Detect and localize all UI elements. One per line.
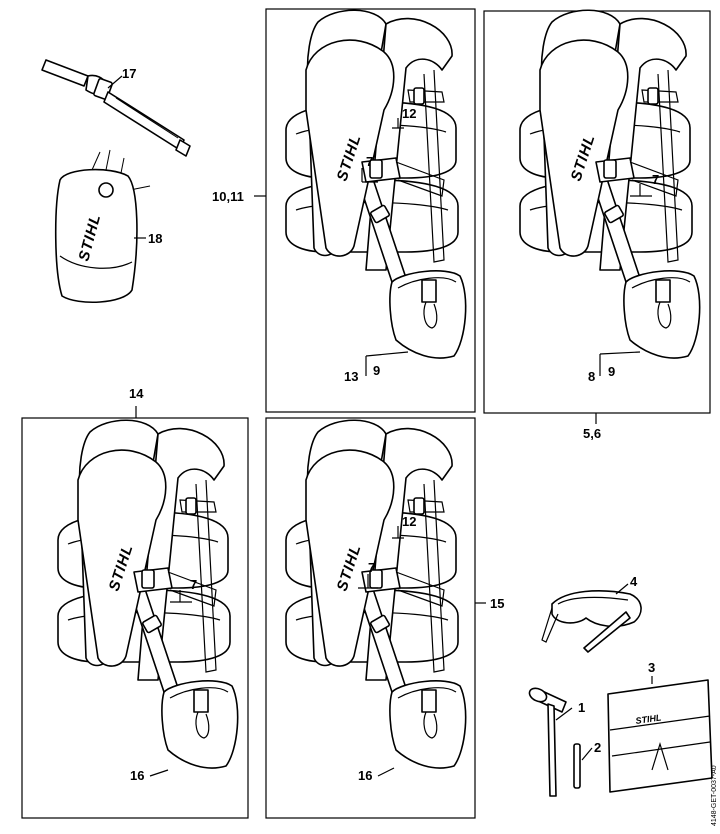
callout-2: 2	[594, 740, 601, 755]
callout-4-leader	[615, 583, 629, 595]
panel-10-11	[265, 8, 476, 413]
callout-1: 1	[578, 700, 585, 715]
callout-10-11: 10,11	[212, 189, 244, 204]
callout-7b-leader	[630, 184, 652, 197]
harness-14-drawing	[57, 419, 239, 769]
callout-17: 17	[122, 66, 136, 81]
callout-7a: 7	[366, 154, 373, 169]
callout-5-6: 5,6	[583, 426, 601, 441]
callout-7d: 7	[368, 560, 375, 575]
callout-16a: 16	[130, 768, 144, 783]
part-17-strap-drawing	[41, 59, 191, 157]
harness-15-drawing	[285, 419, 467, 769]
callout-7c-leader	[170, 590, 192, 603]
callout-9b: 9	[608, 364, 615, 379]
panel-15	[265, 417, 476, 819]
callout-2-leader	[581, 747, 593, 761]
callout-8: 8	[588, 369, 595, 384]
callout-12b-leader	[392, 526, 404, 539]
callout-15: 15	[490, 596, 504, 611]
callout-13-9-leader	[365, 351, 409, 376]
callout-17-leader	[107, 75, 123, 89]
part-18-pouch-drawing: STIHL	[54, 149, 151, 304]
callout-16b: 16	[358, 768, 372, 783]
part-4-glasses-drawing	[541, 590, 642, 653]
callout-8-9-leader	[599, 351, 641, 376]
svg-text:STIHL: STIHL	[635, 712, 662, 726]
callout-12a: 12	[402, 106, 416, 121]
callout-7d-leader	[358, 574, 378, 589]
callout-12a-leader	[392, 118, 404, 129]
part-2-pin-drawing	[573, 743, 581, 789]
callout-16b-leader	[377, 767, 395, 777]
callout-1-leader	[555, 707, 573, 721]
part-3-tool-pouch-drawing: STIHL	[607, 679, 713, 793]
callout-7b: 7	[652, 172, 659, 187]
callout-4: 4	[630, 574, 638, 589]
part-1-wrench-drawing	[528, 687, 567, 797]
panel-14	[21, 417, 249, 819]
callout-14: 14	[129, 386, 144, 401]
callout-13: 13	[344, 369, 358, 384]
callout-16a-leader	[149, 769, 169, 777]
harness-10-11-drawing	[285, 9, 467, 359]
drawing-code: 4148-GET-0037-A0	[711, 765, 718, 826]
callout-9a: 9	[373, 363, 380, 378]
callout-18: 18	[148, 231, 162, 246]
harness-5-6-drawing	[519, 9, 701, 359]
callout-7c: 7	[190, 577, 197, 592]
callout-12b: 12	[402, 514, 416, 529]
callout-7a-leader	[361, 168, 378, 183]
callout-3: 3	[648, 660, 655, 675]
